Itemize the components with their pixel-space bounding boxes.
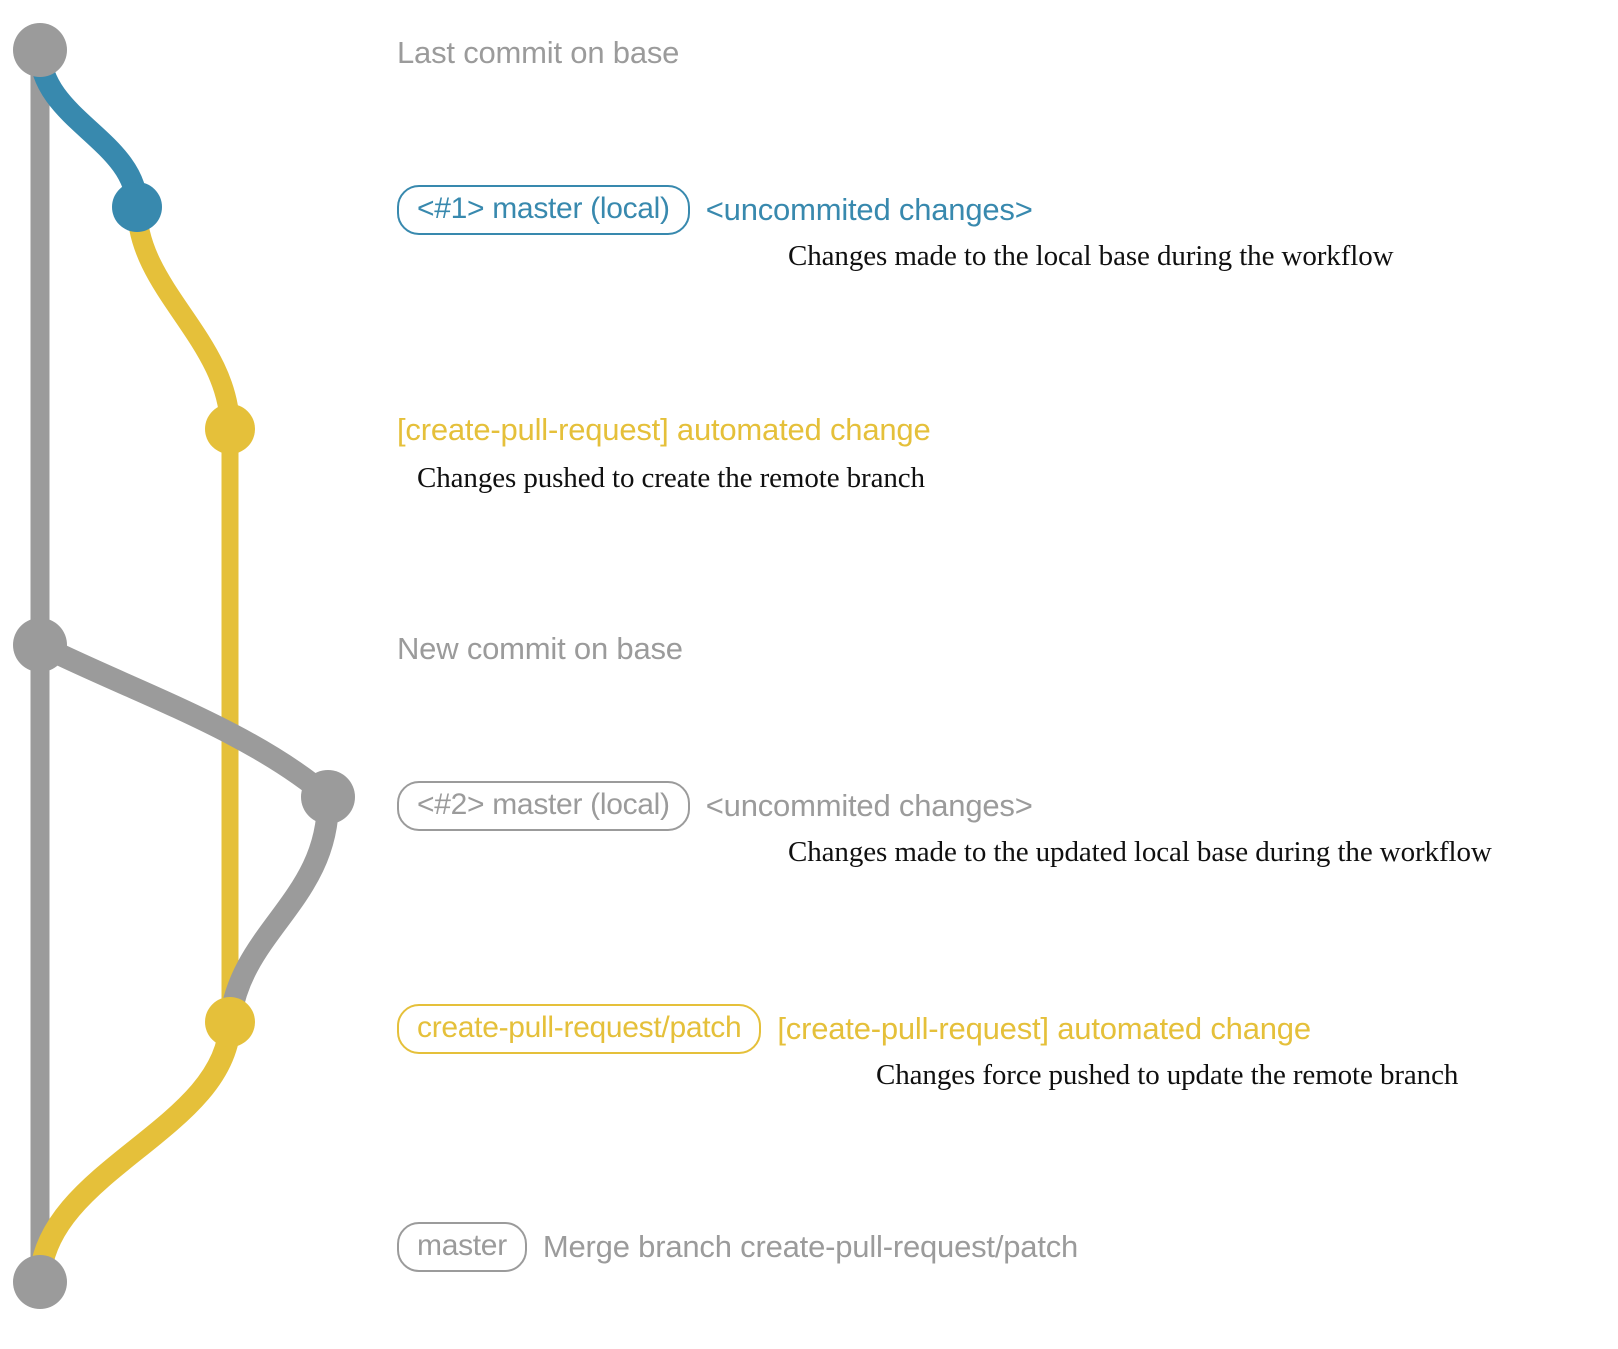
branch-badge-master-local-2[interactable]: <#2> master (local)	[397, 781, 690, 831]
commit-subject-new-commit-on-base: New commit on base	[397, 631, 683, 666]
edge-local2-to-remote-update	[219, 786, 340, 1033]
commit-node-local-1[interactable]	[112, 182, 162, 232]
commit-node-master-merge[interactable]	[13, 1255, 67, 1309]
branch-badge-create-pull-request-patch[interactable]: create-pull-request/patch	[397, 1004, 762, 1054]
commit-subject-uncommited-changes-2: <uncommited changes>	[705, 788, 1033, 823]
commit-graph	[0, 0, 400, 1344]
commit-node-local-2[interactable]	[301, 770, 355, 824]
commit-subject-last-commit-on-base: Last commit on base	[397, 35, 680, 70]
edge-local1-to-remote-create	[127, 197, 240, 439]
row-patch-branch: create-pull-request/patch [create-pull-r…	[397, 1004, 1311, 1054]
edge-remote-update-to-master	[29, 1011, 241, 1293]
commit-description-local-2: Changes made to the updated local base d…	[788, 836, 1492, 868]
row-master-merge: master Merge branch create-pull-request/…	[397, 1222, 1078, 1272]
commit-subject-automated-change-1: [create-pull-request] automated change	[397, 412, 931, 447]
commit-node-base-new[interactable]	[13, 618, 67, 672]
commit-node-remote-update[interactable]	[205, 997, 255, 1047]
commit-description-local-1: Changes made to the local base during th…	[788, 240, 1394, 272]
branch-badge-master-local-1[interactable]: <#1> master (local)	[397, 185, 690, 235]
row-automated-change-1: [create-pull-request] automated change	[397, 412, 931, 448]
branch-badge-master[interactable]: master	[397, 1222, 527, 1272]
commit-description-patch-branch: Changes force pushed to update the remot…	[876, 1059, 1459, 1091]
edge-basenew-to-local2	[29, 634, 339, 808]
row-local-1: <#1> master (local) <uncommited changes>	[397, 185, 1033, 235]
commit-subject-uncommited-changes-1: <uncommited changes>	[705, 192, 1033, 227]
row-local-2: <#2> master (local) <uncommited changes>	[397, 781, 1033, 831]
commit-subject-merge-branch: Merge branch create-pull-request/patch	[542, 1229, 1079, 1264]
row-last-commit: Last commit on base	[397, 35, 679, 71]
commit-node-base-head[interactable]	[13, 23, 67, 77]
row-new-commit: New commit on base	[397, 631, 683, 667]
commit-node-remote-create[interactable]	[205, 404, 255, 454]
commit-graph-svg	[13, 23, 355, 1309]
commit-subject-automated-change-2: [create-pull-request] automated change	[777, 1011, 1311, 1046]
commit-description-automated-change-1: Changes pushed to create the remote bran…	[417, 462, 925, 494]
